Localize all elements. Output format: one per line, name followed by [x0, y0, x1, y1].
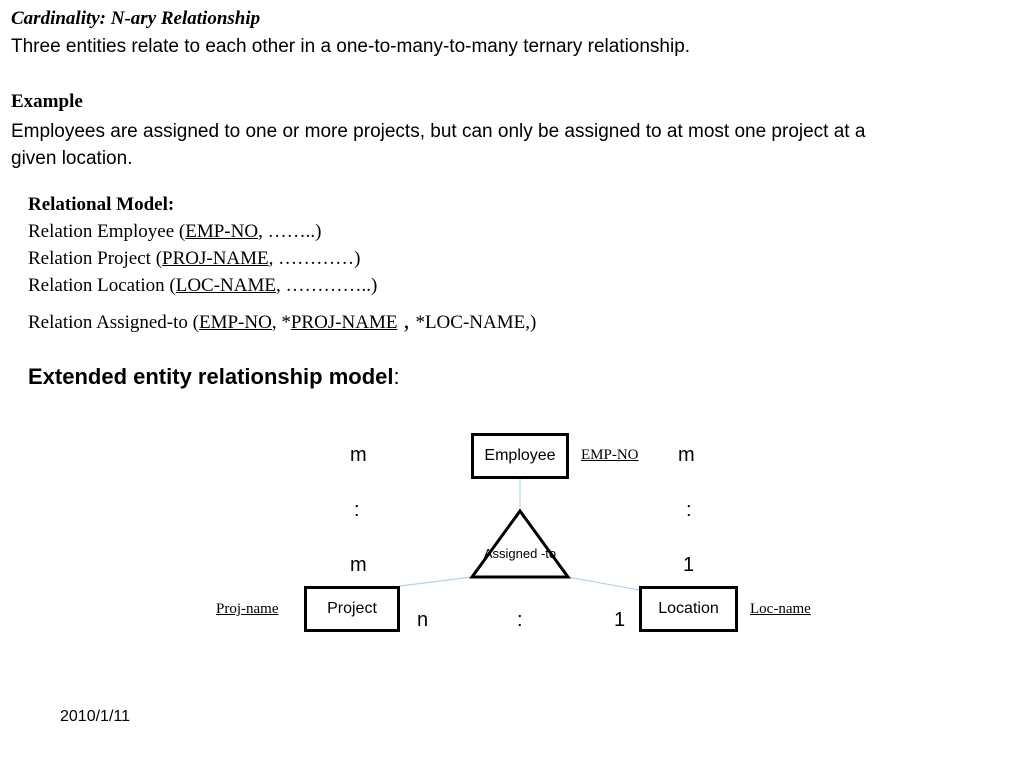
relation-employee: Relation Employee (EMP-NO, ……..): [28, 221, 321, 243]
entity-project[interactable]: Project: [304, 586, 400, 632]
entity-project-label: Project: [327, 600, 377, 617]
relation-assigned-prefix: Relation Assigned-to (: [28, 312, 199, 333]
slide-subheading: Three entities relate to each other in a…: [11, 36, 691, 57]
eer-title-text: Extended entity relationship model: [28, 364, 394, 389]
entity-employee[interactable]: Employee: [471, 433, 569, 479]
cardinality-left-mid: :: [354, 499, 360, 521]
relational-model-title: Relational Model:: [28, 194, 175, 215]
relation-location: Relation Location (LOC-NAME, …………..): [28, 275, 377, 297]
eer-title-colon: :: [393, 364, 400, 389]
cardinality-right-mid: :: [686, 499, 692, 521]
cardinality-bottom-right: 1: [614, 609, 626, 631]
cardinality-left-bottom: m: [350, 554, 367, 576]
connector-project: [399, 576, 473, 587]
connector-location: [567, 576, 640, 591]
relation-location-suffix: , …………..): [276, 275, 378, 296]
attribute-emp-no: EMP-NO: [581, 447, 639, 463]
eer-title: Extended entity relationship model:: [28, 364, 400, 390]
relation-assigned-key-emp: EMP-NO: [198, 312, 272, 333]
relation-assigned-to: Relation Assigned-to (EMP-NO, *PROJ-NAME…: [28, 308, 536, 335]
cardinality-bottom-mid: :: [517, 609, 523, 631]
relation-assigned-key-proj: PROJ-NAME: [290, 312, 398, 333]
cardinality-right-top: m: [678, 444, 695, 466]
entity-employee-label: Employee: [484, 447, 556, 464]
relation-assigned-suffix: *LOC-NAME,): [415, 312, 537, 333]
relationship-triangle[interactable]: [469, 508, 571, 579]
relation-assigned-sep1: , *: [271, 312, 291, 333]
relation-project-suffix: , …………): [268, 248, 361, 269]
relation-location-prefix: Relation Location (: [28, 275, 176, 296]
relation-employee-key: EMP-NO: [185, 221, 259, 242]
relation-project: Relation Project (PROJ-NAME, …………): [28, 248, 360, 270]
slide-heading: Cardinality: N-ary Relationship: [11, 8, 261, 29]
example-text: Employees are assigned to one or more pr…: [11, 121, 866, 169]
entity-location-label: Location: [658, 600, 719, 617]
relationship-label: Assigned -to: [483, 546, 557, 561]
cardinality-right-bottom: 1: [683, 554, 695, 576]
relation-project-prefix: Relation Project (: [28, 248, 163, 269]
relation-location-key: LOC-NAME: [175, 275, 277, 296]
cardinality-bottom-left: n: [417, 609, 429, 631]
example-title: Example: [11, 91, 83, 112]
relation-employee-suffix: , ……..): [258, 221, 322, 242]
attribute-proj-name: Proj-name: [216, 601, 279, 617]
attribute-loc-name: Loc-name: [750, 601, 811, 617]
cardinality-left-top: m: [350, 444, 367, 466]
relation-assigned-sep2: ,: [397, 308, 416, 334]
footer-date: 2010/1/11: [60, 708, 130, 725]
entity-location[interactable]: Location: [639, 586, 738, 632]
relation-employee-prefix: Relation Employee (: [28, 221, 186, 242]
relation-project-key: PROJ-NAME: [162, 248, 269, 269]
